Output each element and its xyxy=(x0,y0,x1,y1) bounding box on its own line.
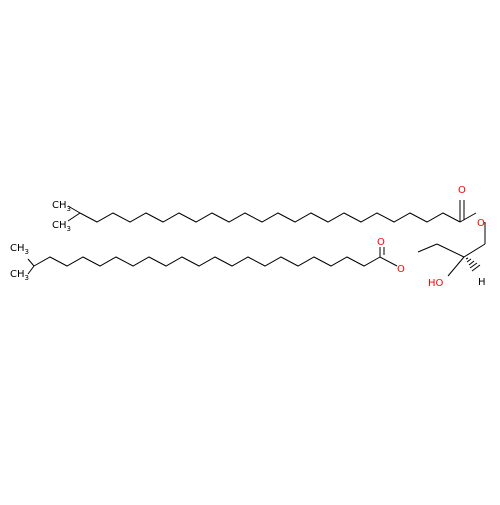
lower-carbonyl-oxygen: O xyxy=(377,237,385,248)
lower-ester-oxygen: O xyxy=(397,264,405,275)
stereo-hashed-wedge xyxy=(465,257,481,272)
upper-methyl-2: CH3 xyxy=(52,220,71,233)
upper-ester-bond xyxy=(459,212,477,223)
lower-acyl-chain xyxy=(33,256,381,267)
lower-ester-ch2-bond xyxy=(417,243,438,253)
lower-branch-bond-2 xyxy=(27,265,35,275)
hydroxyl-bond xyxy=(447,256,465,277)
upper-acyl-chain xyxy=(79,212,461,223)
lower-ester-bond xyxy=(379,256,398,267)
upper-carbonyl-oxygen: O xyxy=(458,185,466,196)
lower-branch-bond-1 xyxy=(27,258,35,267)
glycerol-bond-1 xyxy=(463,243,486,258)
upper-ester-oxygen: O xyxy=(477,218,485,229)
bond-lines xyxy=(27,200,486,277)
upper-branch-bond-1 xyxy=(67,205,81,214)
upper-branch-bond-2 xyxy=(67,212,81,222)
lower-methyl-2: CH3 xyxy=(10,269,29,282)
upper-methyl-1: CH3 xyxy=(52,200,71,213)
stereo-hydrogen: H xyxy=(478,277,486,288)
glycerol-bond-2 xyxy=(436,243,465,258)
lower-methyl-1: CH3 xyxy=(10,243,29,256)
hydroxyl-label: HO xyxy=(428,278,444,289)
